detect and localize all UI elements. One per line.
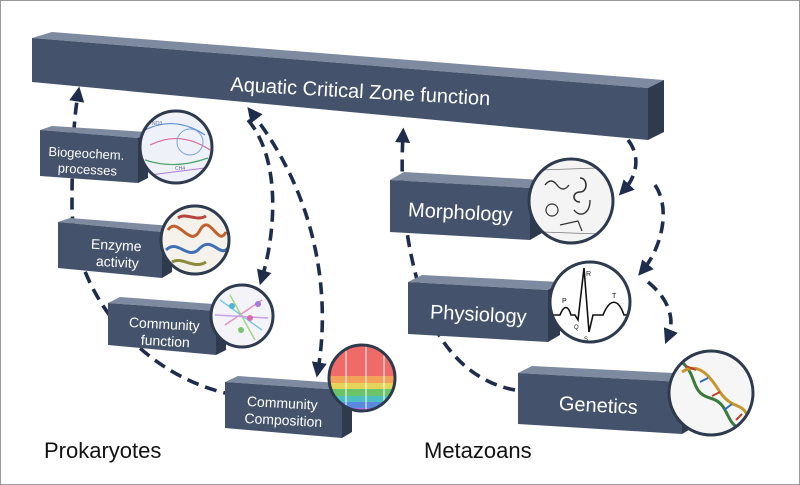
title-bar-front <box>32 38 648 140</box>
svg-text:CH4: CH4 <box>175 166 185 172</box>
box-enzyme: Enzyme activity <box>58 218 172 278</box>
arrow-top-to-physiology <box>638 183 665 276</box>
box-biogeochem: Biogeochem. processes <box>40 126 148 183</box>
title-bar: Aquatic Critical Zone function <box>32 32 664 140</box>
ecg-letter-r: R <box>586 271 591 278</box>
enzyme-label-1: Enzyme <box>91 236 143 255</box>
svg-text:Biogeochem. processes: Biogeochem. processes <box>47 144 128 179</box>
box-physiology: Physiology <box>408 275 560 342</box>
ecg-letter-s: S <box>584 337 588 343</box>
ecg-letter-p: P <box>562 298 567 305</box>
title-bar-side <box>648 80 664 140</box>
dna-helix-icon <box>667 349 755 437</box>
organism-sketch-icon <box>527 157 615 245</box>
title-bar-top <box>32 32 664 88</box>
ecg-letter-t: T <box>612 293 617 300</box>
biogeochem-label-2: processes <box>57 160 117 178</box>
metazoans-heading: Metazoans <box>424 438 532 463</box>
community-composition-label-2: Composition <box>244 410 323 430</box>
protein-structure-icon <box>159 204 231 276</box>
svg-text:Community function: Community function <box>128 314 204 351</box>
svg-text:Community Composition: Community Composition <box>244 393 323 430</box>
network-cluster-icon <box>209 283 275 349</box>
arrow-top-to-community-function <box>246 118 275 286</box>
enzyme-label-2: activity <box>96 253 140 271</box>
ecg-trace-icon: R P T Q S <box>548 260 632 344</box>
ecg-letter-q: Q <box>574 325 579 331</box>
box-morphology: Morphology <box>390 172 542 240</box>
morphology-label: Morphology <box>408 199 514 226</box>
community-function-label-2: function <box>140 332 190 351</box>
chemistry-diagram-icon: NO3 CH4 <box>138 109 214 185</box>
svg-text:Enzyme activity: Enzyme activity <box>90 236 146 272</box>
box-community-composition: Community Composition <box>225 376 352 438</box>
prokaryotes-heading: Prokaryotes <box>44 438 162 463</box>
physiology-label: Physiology <box>429 301 527 328</box>
genetics-label: Genetics <box>558 393 638 419</box>
svg-text:NO3: NO3 <box>152 121 163 127</box>
community-composition-label-1: Community <box>247 393 319 413</box>
community-function-label-1: Community <box>129 314 201 334</box>
box-genetics: Genetics <box>518 366 694 434</box>
stacked-bar-icon <box>327 343 397 413</box>
box-community-function: Community function <box>108 297 226 355</box>
biogeochem-label-1: Biogeochem. <box>48 144 125 163</box>
arrow-top-to-morphology <box>618 138 638 196</box>
arrow-physiology-to-genetics <box>646 280 678 344</box>
arrow-composition-to-top <box>247 107 327 378</box>
